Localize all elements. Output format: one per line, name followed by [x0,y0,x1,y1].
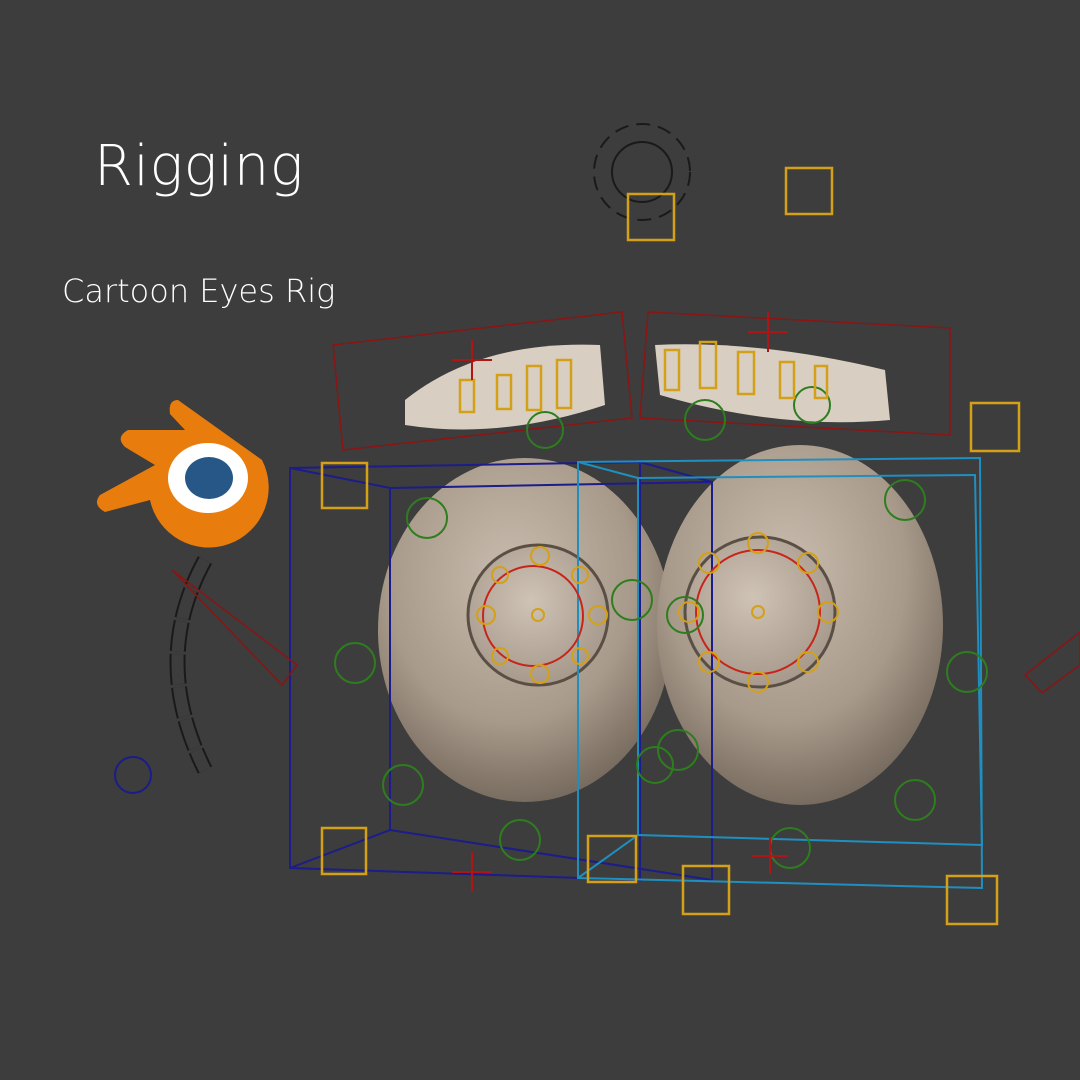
blender-logo [96,400,269,548]
yellow-controls[interactable] [320,166,1021,926]
gear-icon [593,123,691,221]
right-eye[interactable] [657,445,943,805]
iris-handles[interactable] [476,532,839,693]
move-handles[interactable] [452,312,788,892]
side-controls[interactable] [114,556,1080,794]
page-title: Rigging [94,134,304,199]
eyebrows[interactable] [332,311,951,451]
iris-controls[interactable] [482,549,821,675]
left-eye[interactable] [378,458,672,802]
page-subtitle: Cartoon Eyes Rig [62,272,336,310]
